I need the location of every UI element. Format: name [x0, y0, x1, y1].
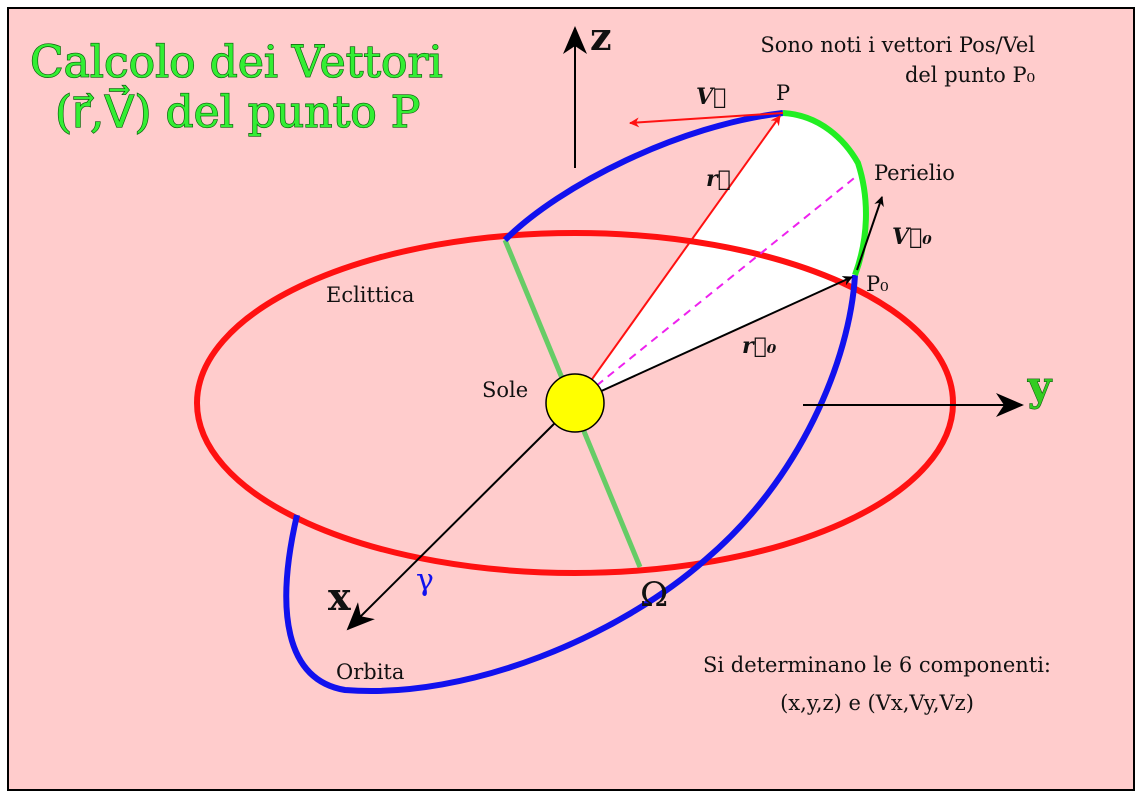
y-axis-label: y — [1027, 363, 1053, 410]
orbit-upper-arc — [502, 110, 784, 243]
x-axis-label: x — [328, 574, 351, 619]
note-top-line-1: Sono noti i vettori Pos/Vel — [760, 33, 1035, 57]
point-p0-label: P₀ — [866, 272, 889, 296]
vernal-point-label: γ — [416, 563, 434, 598]
ecliptic-label: Eclittica — [326, 283, 414, 307]
perihelion-label: Perielio — [874, 161, 955, 185]
swept-area — [575, 113, 866, 403]
sun-circle — [545, 373, 605, 433]
orbit-arc-p0-to-p — [782, 110, 869, 277]
note-top-line-2: del punto P₀ — [905, 63, 1035, 87]
v0-vector-label: V⃗₀ — [892, 224, 932, 250]
r-vector-label: r⃗ — [706, 166, 731, 192]
title-line-2: (r⃗,V⃗) del punto P — [55, 85, 420, 138]
ascending-node-label: Ω — [640, 575, 668, 615]
ecliptic-ellipse — [194, 230, 956, 576]
v-vector — [629, 112, 784, 128]
r-vector — [574, 115, 781, 404]
title-line-1: Calcolo dei Vettori — [30, 37, 443, 88]
orbit-label: Orbita — [336, 660, 404, 684]
note-bottom-line-1: Si determinano le 6 componenti: — [703, 653, 1051, 677]
r0-vector-label: r⃗₀ — [742, 333, 777, 359]
sun-label: Sole — [482, 378, 528, 402]
v0-vector — [856, 196, 884, 271]
v-vector-label: V⃗ — [696, 84, 726, 110]
r0-vector — [574, 276, 853, 404]
orbit-lower-arc — [283, 274, 858, 694]
perihelion-line — [574, 174, 859, 404]
note-bottom-line-2: (x,y,z) e (Vx,Vy,Vz) — [780, 691, 974, 715]
x-axis-arrow — [346, 402, 576, 631]
point-p-label: P — [776, 81, 790, 105]
z-axis-label: z — [590, 14, 612, 59]
